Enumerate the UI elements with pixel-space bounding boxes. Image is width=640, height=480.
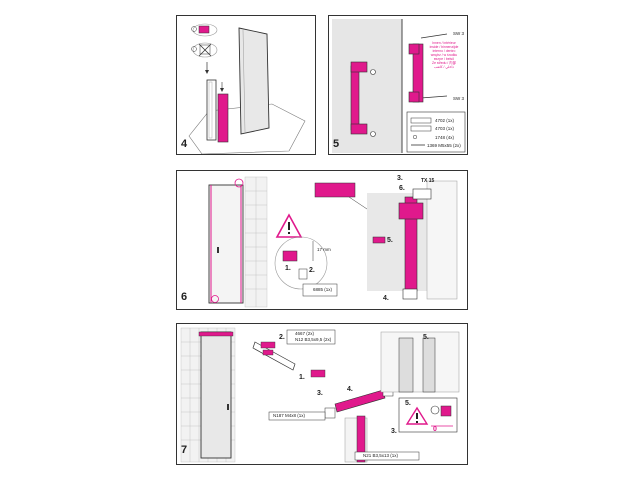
- step-5-illustration: [332, 19, 466, 153]
- note-line: Innen / intérieur: [432, 41, 456, 45]
- step-7-label-4: 4.: [347, 386, 353, 393]
- step-6-dimension: 17 mm: [317, 247, 331, 252]
- step-number: 5: [333, 138, 340, 150]
- sw-label-top: SW 3: [453, 31, 465, 36]
- sw-label-bottom: SW 3: [453, 96, 465, 101]
- step-7-label-5b: 5.: [405, 400, 411, 407]
- step-4-illustration: [188, 23, 306, 154]
- step-7-label-2: 2.: [279, 334, 285, 341]
- panel-step-7: 4667 (2x) N12 B3,5x9,5 (2x) N187 M4x8 (1…: [176, 323, 468, 465]
- step-7-label-5: 5.: [423, 334, 429, 341]
- step-7-illustration: [180, 327, 460, 463]
- panel-step-4: 4: [176, 15, 316, 155]
- step-6-label-3: 3.: [397, 175, 403, 182]
- part-code: 1748 (4x): [435, 135, 455, 140]
- step-7-zero-gap: 0: [433, 426, 437, 433]
- step-number: 6: [181, 291, 188, 303]
- part-code: 4702 (1x): [435, 118, 455, 123]
- panel-step-6: 3. 6. TX 15 5. 4. 1. 2. 17 mm 6885 (1x) …: [176, 170, 468, 310]
- step-7-label-1: 1.: [299, 374, 305, 381]
- step-7-part-d: N21 B3,5x13 (1x): [363, 453, 399, 458]
- note-line: inside / binnenzijde: [429, 45, 459, 50]
- step-7-part-b: N12 B3,5x9,5 (2x): [295, 337, 332, 342]
- note-line: داخلي / كاتعب: [434, 65, 454, 70]
- step-number: 4: [181, 138, 188, 150]
- inside-note: Innen / intérieur inside / binnenzijde i…: [421, 41, 467, 70]
- step-6-part-code: 6885 (1x): [313, 287, 333, 292]
- step-6-tx-label: TX 15: [421, 178, 435, 184]
- part-code: 1369 M5x55 (2x): [427, 143, 461, 148]
- note-line: вътре / belső: [433, 57, 455, 62]
- note-line: interno / dentro: [432, 49, 456, 54]
- step-6-label-1: 1.: [285, 265, 291, 272]
- note-line: wnętrz / w środku: [430, 53, 458, 58]
- step-6-label-4: 4.: [383, 295, 389, 302]
- panel-step-5: SW 3 SW 3 Innen / intérieur inside / bin…: [328, 15, 468, 155]
- step-7-label-3: 3.: [317, 390, 323, 397]
- step-7-part-a: 4667 (2x): [295, 331, 315, 336]
- part-code: 4703 (1x): [435, 126, 455, 131]
- step-7-label-3b: 3.: [391, 428, 397, 435]
- step-6-label-2: 2.: [309, 267, 315, 274]
- note-line: Ze středu / 内部: [432, 61, 456, 66]
- step-6-label-5: 5.: [387, 237, 393, 244]
- step-6-illustration: [208, 176, 458, 308]
- step-7-part-c: N187 M4x8 (1x): [273, 413, 306, 418]
- step-6-label-6: 6.: [399, 185, 405, 192]
- step-number: 7: [181, 444, 188, 456]
